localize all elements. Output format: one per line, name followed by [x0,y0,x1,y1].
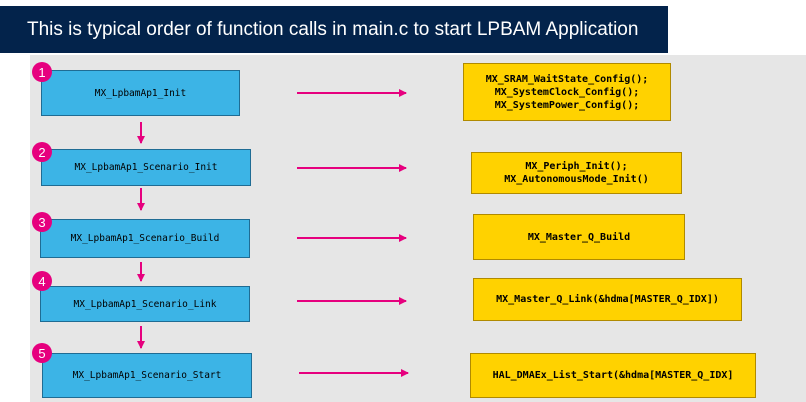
title-banner: This is typical order of function calls … [0,6,668,53]
step-badge-4: 4 [32,271,52,291]
function-label: MX_LpbamAp1_Init [94,87,187,99]
function-box-5: MX_LpbamAp1_Scenario_Start [42,353,252,398]
call-box-4: MX_Master_Q_Link(&hdma[MASTER_Q_IDX]) [473,278,742,321]
function-label: MX_LpbamAp1_Scenario_Init [74,162,218,173]
function-box-1: MX_LpbamAp1_Init [41,70,240,116]
call-line: MX_Master_Q_Build [527,231,631,243]
step-badge-2: 2 [32,142,52,162]
right-arrows [297,89,409,377]
call-line: MX_SRAM_WaitState_Config(); [485,73,649,85]
call-line: MX_SystemClock_Config(); [494,86,640,98]
function-box-3: MX_LpbamAp1_Scenario_Build [40,219,250,258]
call-box-3: MX_Master_Q_Build [473,214,685,260]
function-box-2: MX_LpbamAp1_Scenario_Init [41,149,251,186]
function-box-4: MX_LpbamAp1_Scenario_Link [40,286,250,322]
step-badge-1: 1 [32,62,52,82]
call-box-5: HAL_DMAEx_List_Start(&hdma[MASTER_Q_IDX] [470,353,756,398]
call-line: MX_Master_Q_Link(&hdma[MASTER_Q_IDX]) [496,294,719,305]
step-badge-3: 3 [32,212,52,232]
call-line: MX_SystemPower_Config(); [494,99,640,111]
page-title: This is typical order of function calls … [27,19,639,40]
call-line: HAL_DMAEx_List_Start(&hdma[MASTER_Q_IDX] [492,370,734,381]
function-label: MX_LpbamAp1_Scenario_Start [72,370,222,381]
call-line: MX_AutonomousMode_Init() [504,174,649,185]
function-label: MX_LpbamAp1_Scenario_Link [73,298,217,310]
call-line: MX_Periph_Init(); [525,161,628,172]
function-label: MX_LpbamAp1_Scenario_Build [70,233,220,244]
step-badge-5: 5 [32,343,52,363]
call-box-1: MX_SRAM_WaitState_Config(); MX_SystemClo… [463,63,671,121]
call-box-2: MX_Periph_Init(); MX_AutonomousMode_Init… [471,152,682,194]
